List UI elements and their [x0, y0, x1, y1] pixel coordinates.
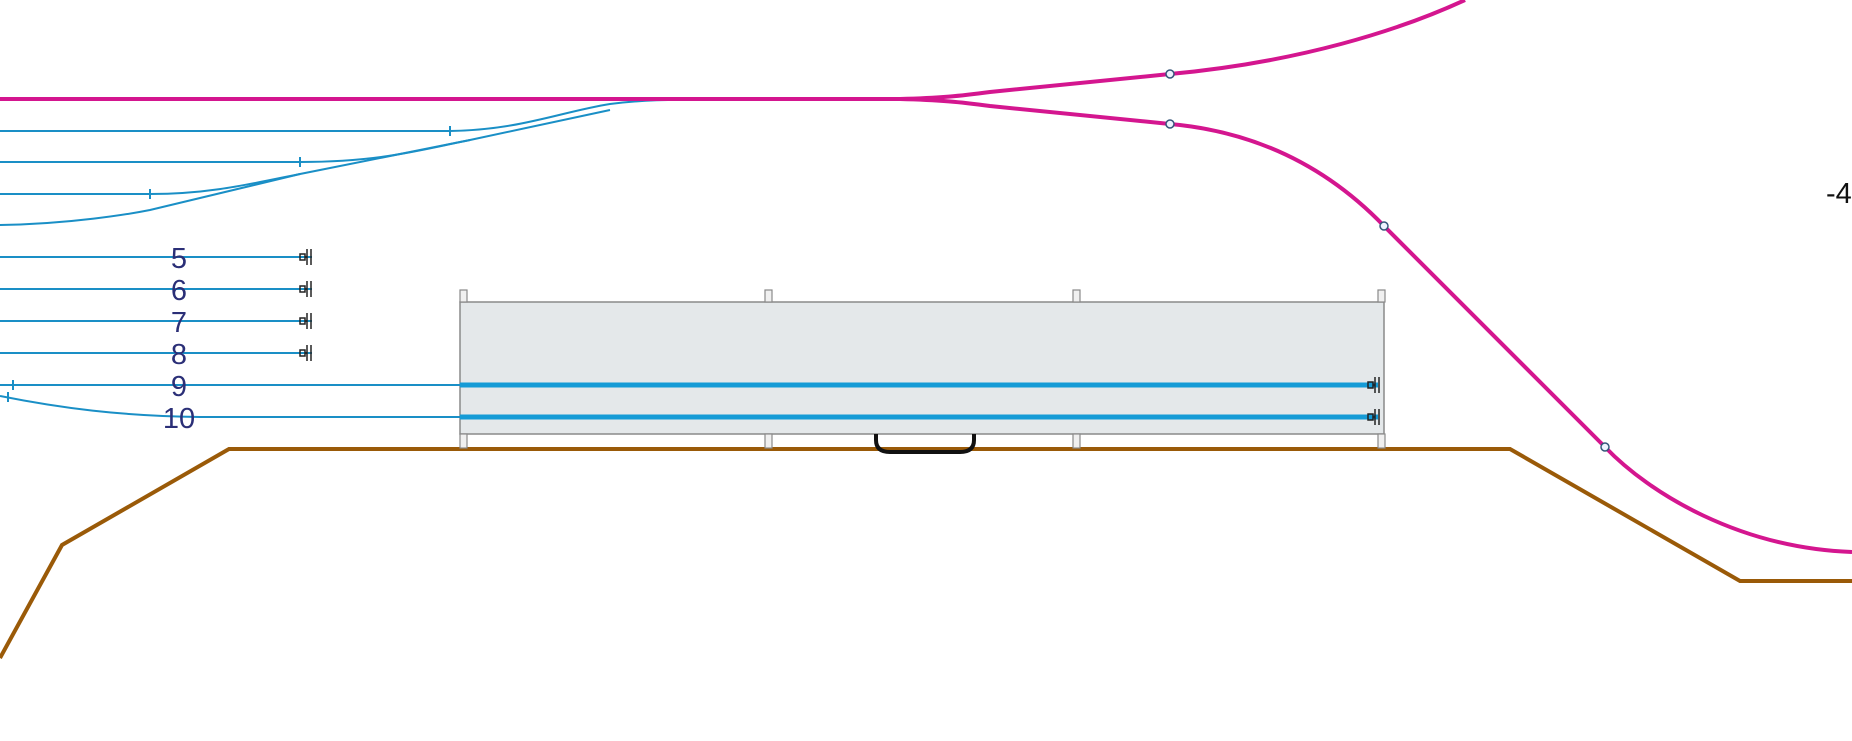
junction-node-icon — [1379, 221, 1389, 231]
ground-profile — [0, 447, 1852, 659]
platform-post — [1377, 289, 1386, 303]
junction-node-icon — [1600, 442, 1610, 452]
siding-track-10 — [0, 395, 460, 418]
platform-post — [459, 433, 468, 449]
track-label-8: 8 — [171, 339, 187, 371]
mainline-tracks — [0, 0, 1852, 554]
mainline-branch-upper — [899, 0, 1466, 101]
platform-body — [459, 301, 1385, 435]
buffer-stop-icon — [299, 345, 312, 361]
buffer-stop-icon — [299, 313, 312, 329]
siding-track-c — [0, 139, 471, 195]
platform-post — [1377, 433, 1386, 449]
junction-nodes — [1165, 69, 1610, 452]
platform-post — [764, 289, 773, 303]
siding-track-b — [0, 109, 611, 163]
siding-tracks — [0, 98, 701, 418]
junction-node-icon — [1165, 69, 1175, 79]
platform-post — [1072, 433, 1081, 449]
buffer-stop-icon — [299, 281, 312, 297]
track-label-9: 9 — [171, 371, 187, 403]
track-label-6: 6 — [171, 275, 187, 307]
mainline-branch-lower — [899, 97, 1852, 554]
buffer-stop-icon — [1367, 409, 1380, 425]
platform-post — [459, 289, 468, 303]
edge-label: -4 — [1826, 178, 1852, 210]
platform — [459, 289, 1386, 449]
platform-post — [764, 433, 773, 449]
track-label-7: 7 — [171, 307, 187, 339]
siding-track-d — [0, 173, 301, 226]
track-label-10: 10 — [163, 403, 195, 435]
track-label-5: 5 — [171, 243, 187, 275]
buffer-stop-icon — [1367, 377, 1380, 393]
siding-track-a — [0, 98, 701, 132]
underpass-bracket — [874, 434, 976, 454]
track-labels: 5 6 7 8 9 10 — [163, 243, 195, 435]
platform-tracks — [460, 382, 1378, 420]
buffer-stops — [299, 249, 1380, 425]
platform-post — [1072, 289, 1081, 303]
buffer-stop-icon — [299, 249, 312, 265]
junction-node-icon — [1165, 119, 1175, 129]
